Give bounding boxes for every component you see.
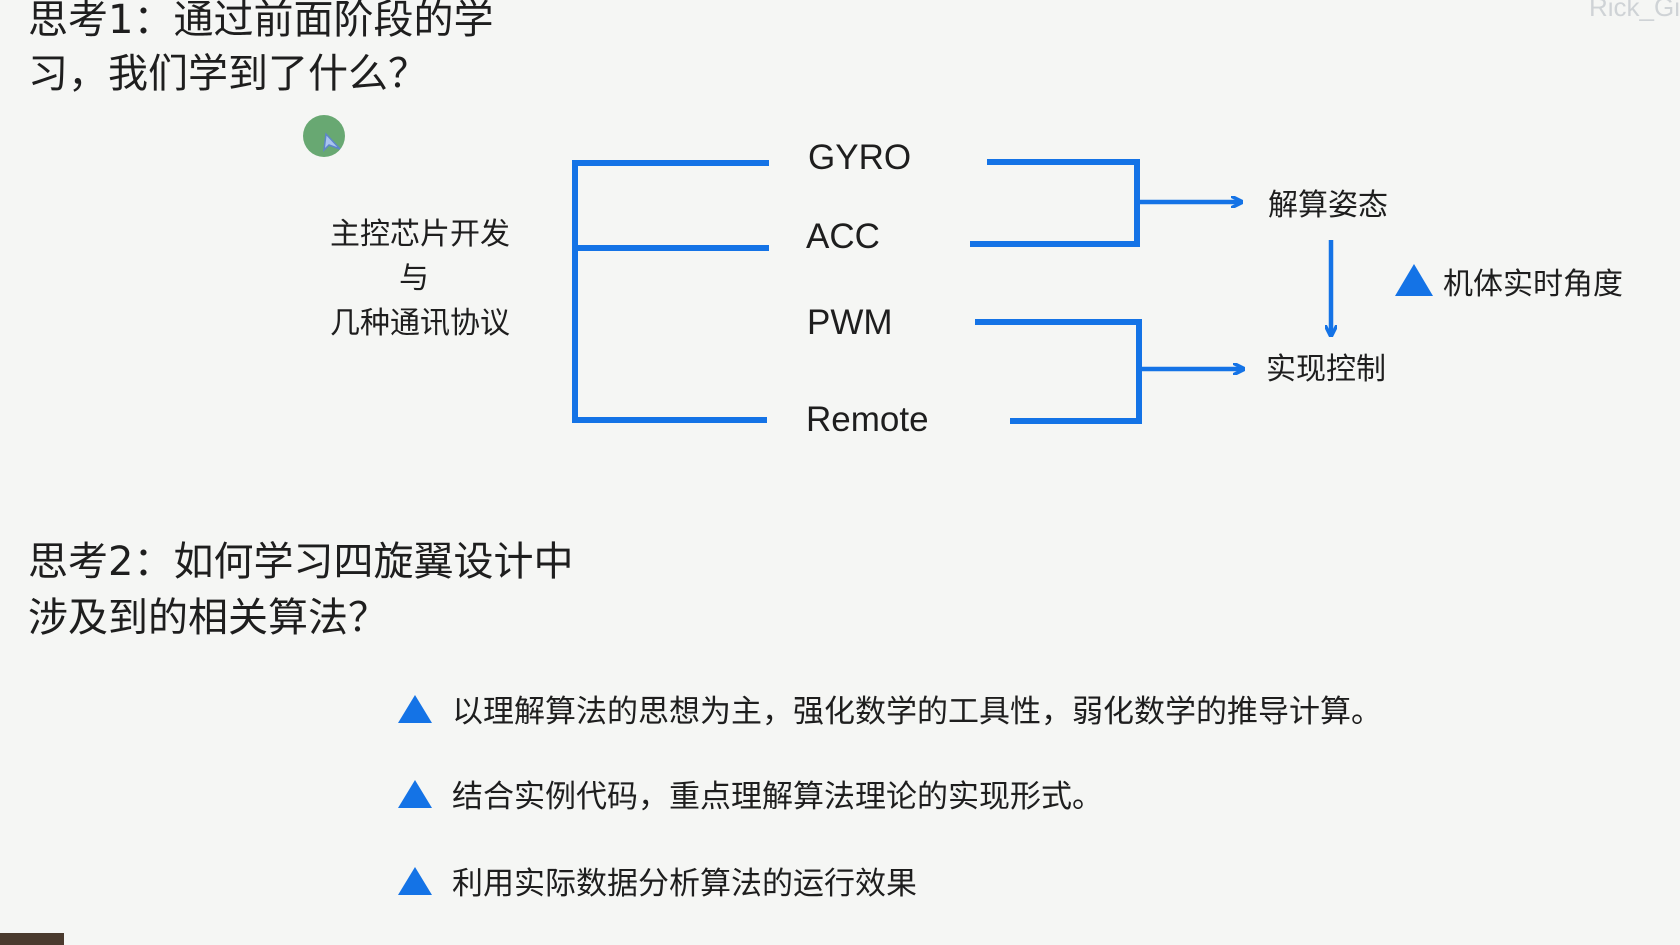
lower-right-bracket (975, 319, 1142, 424)
side-note-triangle-icon (1395, 264, 1433, 296)
triangle-bullet-icon (398, 779, 432, 808)
signal-label-gyro: GYRO (808, 138, 911, 177)
bullet-item-1: 以理解算法的思想为主，强化数学的工具性，弱化数学的推导计算。 (398, 686, 1382, 731)
bullet-text-1: 以理解算法的思想为主，强化数学的工具性，弱化数学的推导计算。 (452, 694, 1382, 730)
output-attitude-label: 解算姿态 (1268, 188, 1388, 223)
side-note-label: 机体实时角度 (1443, 267, 1623, 302)
bullet-item-2: 结合实例代码，重点理解算法理论的实现形式。 (398, 771, 1103, 816)
webcam-thumbnail (0, 933, 64, 945)
source-line-3: 几种通讯协议 (330, 306, 510, 341)
question1-line1: 思考1：通过前面阶段的学 (28, 0, 494, 43)
question1-line2: 习，我们学到了什么？ (28, 51, 428, 97)
triangle-bullet-icon (398, 866, 432, 895)
mouse-cursor-icon (303, 115, 345, 157)
question2-line1: 思考2：如何学习四旋翼设计中 (28, 539, 574, 585)
question2-line2: 涉及到的相关算法？ (28, 595, 388, 641)
output-control-label: 实现控制 (1266, 352, 1386, 387)
signal-label-acc: ACC (806, 217, 880, 256)
source-line-1: 主控芯片开发 (330, 217, 510, 252)
watermark-text: Rick_Gi (1588, 0, 1680, 22)
signal-label-pwm: PWM (807, 303, 893, 342)
bullet-text-2: 结合实例代码，重点理解算法理论的实现形式。 (452, 779, 1103, 815)
signal-label-remote: Remote (806, 400, 929, 439)
left-bracket (572, 160, 769, 423)
triangle-bullet-icon (398, 694, 432, 723)
bullet-text-3: 利用实际数据分析算法的运行效果 (452, 866, 917, 902)
source-line-2: 与 (399, 261, 429, 296)
flow-diagram: 主控芯片开发 与 几种通讯协议 GYRO ACC PWM Remote 解算姿态… (330, 138, 1623, 439)
bullet-item-3: 利用实际数据分析算法的运行效果 (398, 858, 917, 903)
upper-right-bracket (970, 159, 1140, 247)
